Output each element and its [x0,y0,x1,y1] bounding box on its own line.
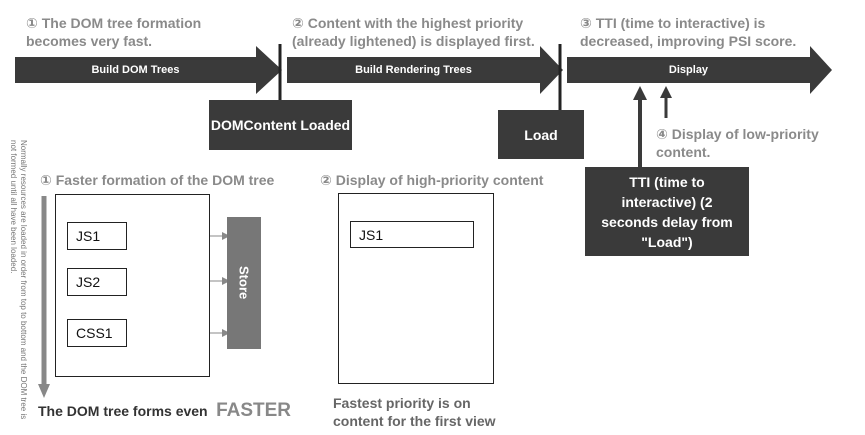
resource-js2: JS2 [67,268,127,296]
side-note-normal-loading: Normally resources are loaded in order f… [9,140,28,420]
phase-label-build-rendering: Build Rendering Trees [355,64,472,76]
side-vertical-arrow-head [38,384,50,398]
store-block: Store [227,217,261,349]
resource-js1: JS1 [67,222,127,250]
right-panel-heading: ② Display of high-priority content [320,172,544,188]
note-low-priority: ④ Display of low-priority content. [656,126,819,160]
left-panel-heading: ① Faster formation of the DOM tree [40,172,275,188]
note-priority-first: ② Content with the highest priority (alr… [292,15,535,49]
milestone-dom-content-loaded: DOMContent Loaded [209,100,352,150]
phase-label-display: Display [668,64,709,76]
priority-item-js1: JS1 [350,221,474,248]
note-tti-decreased: ③ TTI (time to interactive) is decreased… [580,15,797,49]
milestone-tti: TTI (time to interactive) (2 seconds del… [585,167,749,256]
phase-arrow-build-dom [15,46,282,94]
phase-arrow-display [567,46,832,94]
note-dom-fast: ① The DOM tree formation becomes very fa… [26,15,202,49]
resource-css1: CSS1 [67,319,127,347]
milestone-load: Load [498,110,584,159]
phase-arrow-build-rendering [287,46,563,94]
tti-up-arrow-head [633,86,647,100]
right-caption: Fastest priority is on content for the f… [333,395,496,429]
low-priority-arrow-head [660,86,672,98]
left-caption: The DOM tree forms even FASTER [38,400,318,422]
store-label: Store [236,266,252,300]
left-caption-emphasis: FASTER [216,400,292,421]
left-caption-text: The DOM tree forms even [38,403,208,419]
phase-label-build-dom: Build DOM Trees [91,64,180,76]
